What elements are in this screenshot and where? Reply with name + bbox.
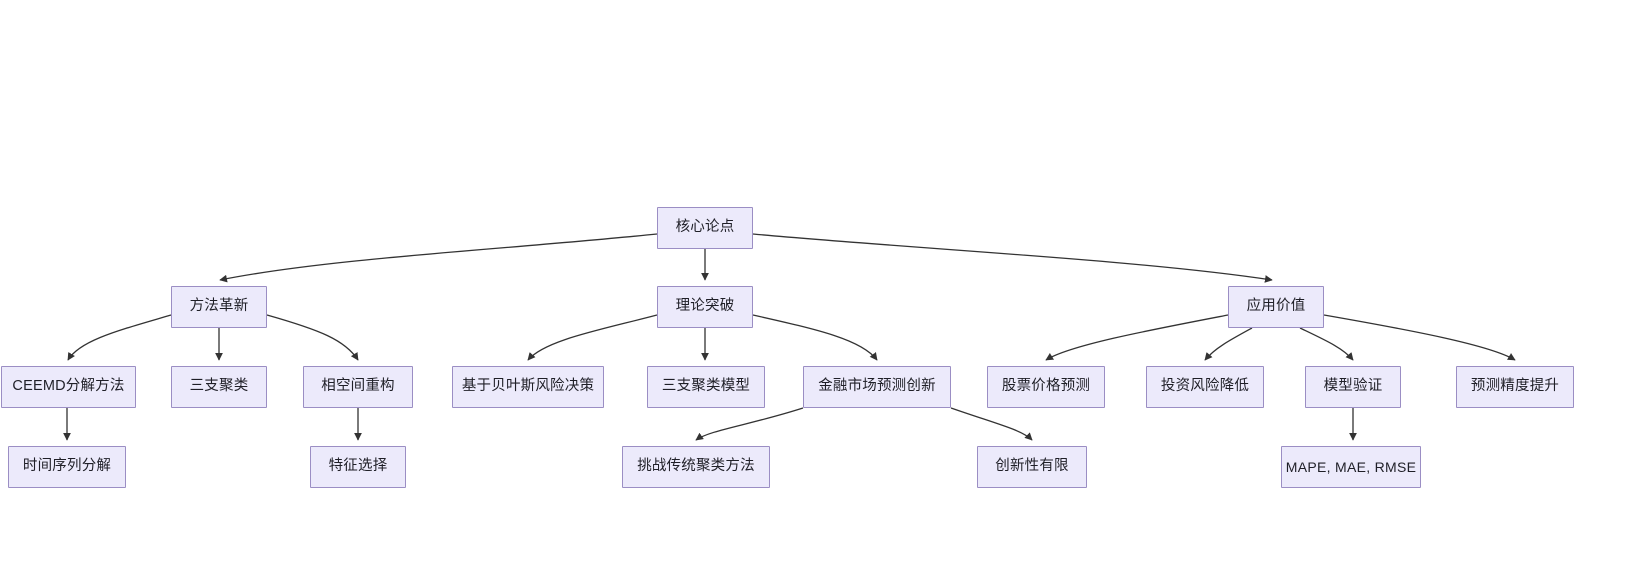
node-label-tsdecomp: 时间序列分解 (22, 458, 112, 475)
edge-theory-to-bayes (527, 314, 658, 361)
node-ceemd[interactable]: CEEMD分解方法 (1, 366, 136, 408)
node-label-threeway: 三支聚类 (189, 378, 249, 395)
edge-apply-to-stock (1045, 314, 1229, 361)
node-bayes[interactable]: 基于贝叶斯风险决策 (452, 366, 604, 408)
node-label-feature: 特征选择 (328, 458, 388, 475)
node-apply[interactable]: 应用价值 (1228, 286, 1324, 328)
edge-finance-to-challenge (695, 407, 804, 441)
node-label-stock: 股票价格预测 (1001, 378, 1091, 395)
node-label-metrics: MAPE, MAE, RMSE (1285, 458, 1417, 475)
node-label-risk: 投资风险降低 (1160, 378, 1250, 395)
node-accuracy[interactable]: 预测精度提升 (1456, 366, 1574, 408)
edge-root-to-method (219, 233, 658, 283)
edge-method-to-ceemd (67, 314, 172, 361)
node-label-root: 核心论点 (675, 219, 735, 236)
node-threeway[interactable]: 三支聚类 (171, 366, 267, 408)
node-metrics[interactable]: MAPE, MAE, RMSE (1281, 446, 1421, 488)
node-twcmodel[interactable]: 三支聚类模型 (647, 366, 765, 408)
node-theory[interactable]: 理论突破 (657, 286, 753, 328)
node-root[interactable]: 核心论点 (657, 207, 753, 249)
node-phase[interactable]: 相空间重构 (303, 366, 413, 408)
node-validate[interactable]: 模型验证 (1305, 366, 1401, 408)
edge-method-to-phase (266, 314, 359, 361)
node-label-method: 方法革新 (189, 298, 249, 315)
node-label-bayes: 基于贝叶斯风险决策 (461, 378, 595, 395)
node-challenge[interactable]: 挑战传统聚类方法 (622, 446, 770, 488)
edges (63, 233, 1516, 441)
node-label-finance: 金融市场预测创新 (818, 378, 936, 395)
node-label-twcmodel: 三支聚类模型 (661, 378, 751, 395)
node-label-ceemd: CEEMD分解方法 (12, 378, 125, 395)
edge-apply-to-validate (1299, 327, 1354, 361)
edge-root-to-apply (752, 233, 1273, 283)
node-label-challenge: 挑战传统聚类方法 (637, 458, 755, 475)
node-label-phase: 相空间重构 (321, 378, 395, 395)
edge-finance-to-limited (950, 407, 1033, 441)
node-label-accuracy: 预测精度提升 (1470, 378, 1560, 395)
node-stock[interactable]: 股票价格预测 (987, 366, 1105, 408)
node-limited[interactable]: 创新性有限 (977, 446, 1087, 488)
node-tsdecomp[interactable]: 时间序列分解 (8, 446, 126, 488)
node-risk[interactable]: 投资风险降低 (1146, 366, 1264, 408)
node-method[interactable]: 方法革新 (171, 286, 267, 328)
edge-theory-to-finance (752, 314, 878, 361)
node-label-theory: 理论突破 (675, 298, 735, 315)
node-feature[interactable]: 特征选择 (310, 446, 406, 488)
node-label-validate: 模型验证 (1323, 378, 1383, 395)
node-label-apply: 应用价值 (1246, 298, 1306, 315)
edge-apply-to-risk (1204, 327, 1253, 361)
edge-apply-to-accuracy (1323, 314, 1516, 361)
node-label-limited: 创新性有限 (995, 458, 1069, 475)
node-finance[interactable]: 金融市场预测创新 (803, 366, 951, 408)
